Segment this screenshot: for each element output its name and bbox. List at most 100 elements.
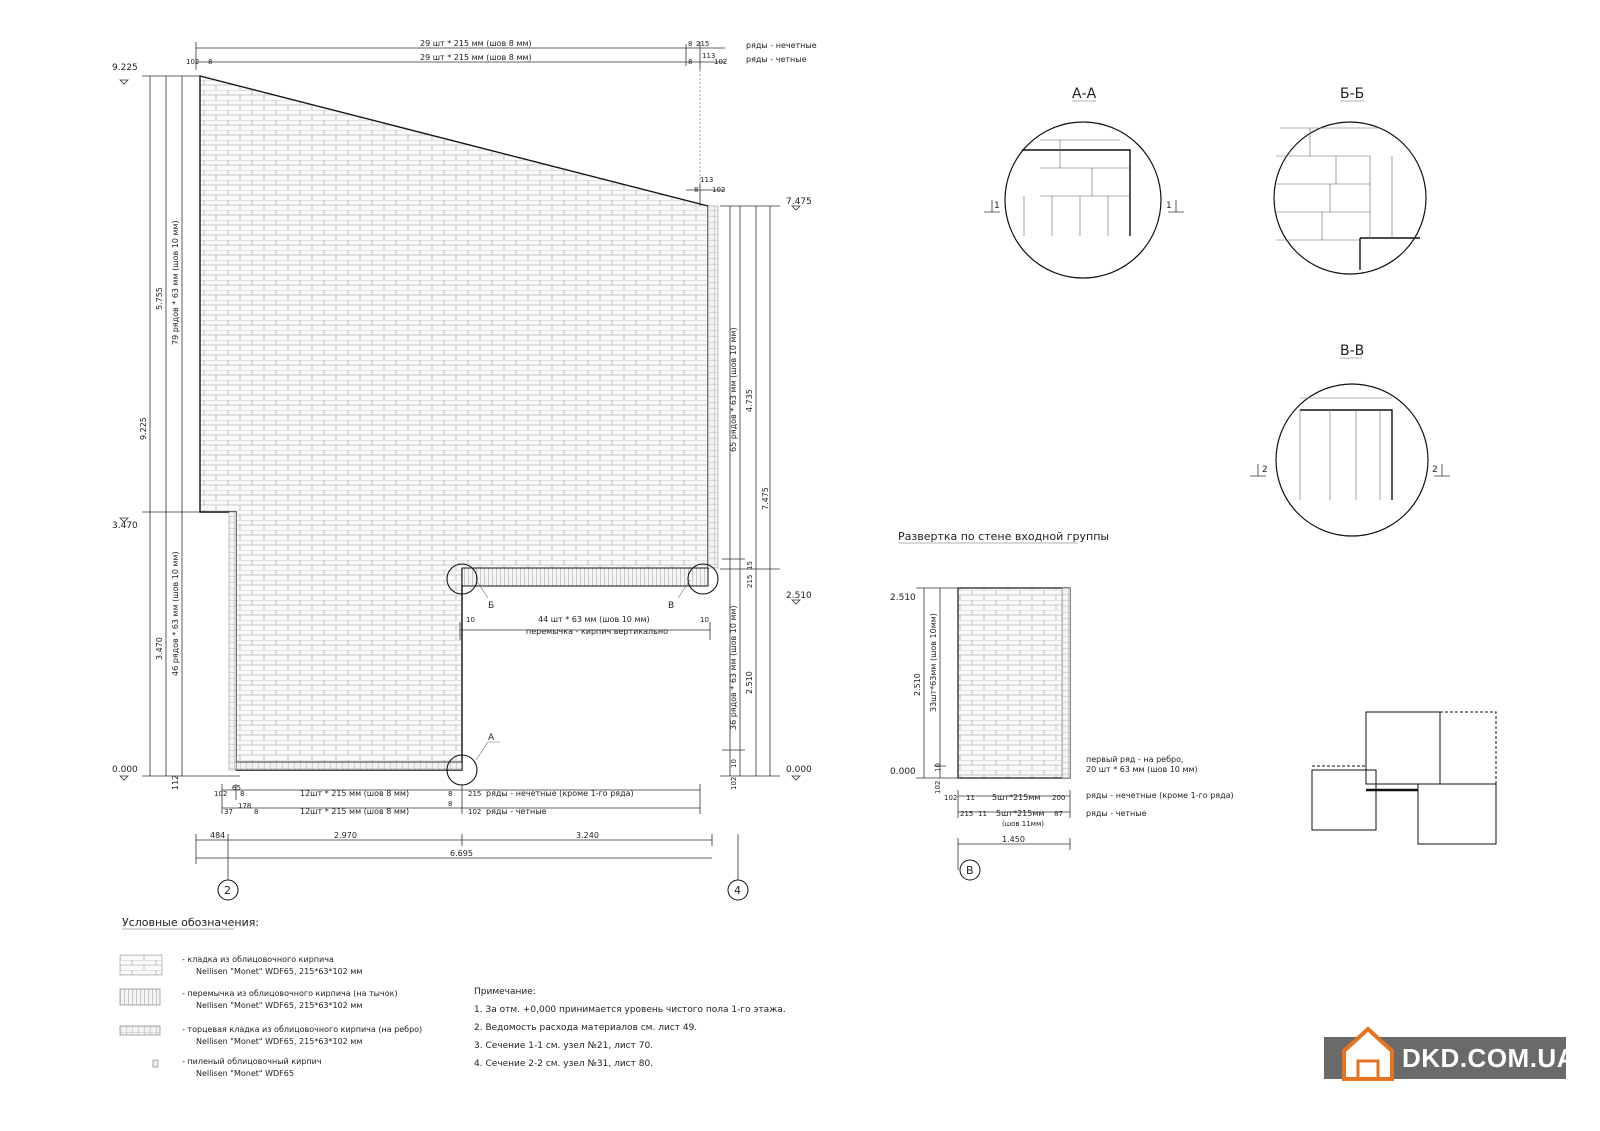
first-row-2: 20 шт * 63 мм (шов 10 мм) (1086, 765, 1198, 774)
entry-title: Развертка по стене входной группы (898, 530, 1109, 543)
cut-2-left: 2 (1262, 465, 1268, 475)
vdim-79rows: 79 рядов * 63 мм (шов 10 мм) (171, 220, 180, 345)
left-edge-column (228, 511, 237, 771)
level-mid: 3.470 (112, 521, 138, 531)
dim-6695: 6.695 (450, 849, 473, 858)
legend-1-line2: Nellisen "Monet" WDF65, 215*63*102 мм (196, 967, 362, 976)
entry-vdim-10: 10 (934, 763, 942, 772)
legend-swatch-edge (119, 1025, 161, 1036)
n102-top: 102 (186, 58, 199, 66)
bottom-edge-course (235, 761, 463, 771)
legend: Условные обозначения: - кладка из облицо… (119, 916, 422, 1078)
entry-b1-11: 11 (966, 794, 975, 802)
entry-rows-odd: ряды - нечетные (кроме 1-го ряда) (1086, 791, 1234, 800)
entry-b1-200: 200 (1052, 794, 1065, 802)
vdim-3470: 3.470 (155, 637, 164, 660)
vdim-15: 15 (746, 561, 754, 570)
main-elevation: 29 шт * 215 мм (шов 8 мм) 29 шт * 215 мм… (112, 39, 817, 901)
entry-vdim-rows: 33шт*63мм (шов 10мм) (929, 613, 938, 712)
note-4: 4. Сечение 2-2 см. узел №31, лист 80. (474, 1059, 653, 1069)
legend-1-line1: - кладка из облицовочного кирпича (182, 955, 334, 964)
lintel-soldier-course (461, 567, 709, 587)
vdim-5755: 5.755 (155, 287, 164, 310)
n65-bottom: 65 (232, 784, 241, 792)
legend-swatch-sawn (152, 1059, 159, 1068)
legend-swatch-lintel (119, 988, 161, 1006)
mark-a: А (488, 733, 495, 743)
mark-b: Б (488, 601, 494, 611)
plan-sketch (1311, 711, 1497, 845)
rows-even-bottom: ряды - четные (486, 807, 547, 816)
vdim-2510: 2.510 (745, 671, 754, 694)
level-right-top: 7.475 (786, 197, 812, 207)
entry-vdim-102: 102 (934, 781, 942, 794)
entry-b2-11: 11 (978, 810, 987, 818)
entry-rows-even: ряды - четные (1086, 809, 1147, 818)
legend-title: Условные обозначения: (122, 916, 259, 929)
lintel-note: перемычка - кирпич вертикально (526, 627, 668, 636)
n8-bottom-2: 8 (254, 808, 258, 816)
cut-1-right: 1 (1166, 201, 1172, 211)
n8-mid: 8 (694, 186, 698, 194)
notes: Примечание: 1. За отм. +0,000 принимаетс… (474, 987, 786, 1069)
legend-2-line2: Nellisen "Monet" WDF65, 215*63*102 мм (196, 1001, 362, 1010)
vdim-10: 10 (730, 759, 738, 768)
section-bb: Б-Б (1273, 86, 1427, 275)
dim-3240: 3.240 (576, 831, 599, 840)
n102-mid: 102 (712, 186, 725, 194)
n8-top-right: 8 (688, 40, 692, 48)
n215-top: 215 (696, 40, 709, 48)
note-3: 3. Сечение 1-1 см. узел №21, лист 70. (474, 1041, 653, 1051)
section-bb-title: Б-Б (1340, 86, 1364, 102)
n102-bottom: 102 (214, 790, 227, 798)
vdim-9225: 9.225 (139, 417, 148, 440)
vdim-46rows: 46 рядов * 63 мм (шов 10 мм) (171, 551, 180, 676)
vdim-7475: 7.475 (761, 487, 770, 510)
n10-right: 10 (700, 616, 709, 624)
entry-elevation: Развертка по стене входной группы 2.510 … (890, 530, 1234, 881)
n37-bottom: 37 (224, 808, 233, 816)
vdim-4735: 4.735 (745, 389, 754, 412)
bottom-even: 12шт * 215 мм (шов 8 мм) (300, 807, 409, 816)
level-zero-left: 0.000 (112, 765, 138, 775)
bottom-odd: 12шт * 215 мм (шов 8 мм) (300, 789, 409, 798)
axis-label-4: 4 (734, 884, 741, 897)
level-zero-right: 0.000 (786, 765, 812, 775)
entry-b2-dim: 5шт*215мм (996, 809, 1044, 818)
level-2510: 2.510 (786, 591, 812, 601)
lintel-dim: 44 шт * 63 мм (шов 10 мм) (538, 615, 650, 624)
n102-bottom-r: 102 (468, 808, 481, 816)
dim-2970: 2.970 (334, 831, 357, 840)
cut-2-right: 2 (1432, 465, 1438, 475)
vdim-215: 215 (746, 575, 754, 588)
entry-brick-wall (957, 587, 1071, 779)
axis-label-2: 2 (224, 884, 231, 897)
n215-bottom: 215 (468, 790, 481, 798)
legend-4-line1: - пиленый облицовочный кирпич (182, 1057, 322, 1066)
house-icon (1342, 1026, 1394, 1081)
legend-3-line2: Nellisen "Monet" WDF65, 215*63*102 мм (196, 1037, 362, 1046)
vdim-65rows: 65 рядов * 63 мм (шов 10 мм) (729, 327, 738, 452)
n102-top-right: 102 (714, 58, 727, 66)
vdim-102: 102 (730, 777, 738, 790)
axis-bubble-v (959, 859, 981, 881)
legend-swatch-brick (119, 954, 163, 976)
n8-top: 8 (208, 58, 212, 66)
cut-1-left: 1 (994, 201, 1000, 211)
note-2: 2. Ведомость расхода материалов см. лист… (474, 1023, 697, 1033)
level-top: 9.225 (112, 63, 138, 73)
entry-level-zero: 0.000 (890, 767, 916, 777)
section-aa: А-А 1 1 (984, 86, 1184, 279)
n8-bottom: 8 (240, 790, 244, 798)
n113-mid: 113 (700, 176, 713, 184)
n10-left: 10 (466, 616, 475, 624)
entry-axis-v: В (966, 864, 974, 877)
entry-level-2510: 2.510 (890, 593, 916, 603)
entry-dim-1450: 1.450 (1002, 835, 1025, 844)
rows-even-label: ряды - четные (746, 55, 807, 64)
n8-bottom-3: 8 (448, 800, 452, 808)
entry-b1-102: 102 (944, 794, 957, 802)
entry-b2-215: 215 (960, 810, 973, 818)
section-aa-title: А-А (1072, 86, 1097, 102)
